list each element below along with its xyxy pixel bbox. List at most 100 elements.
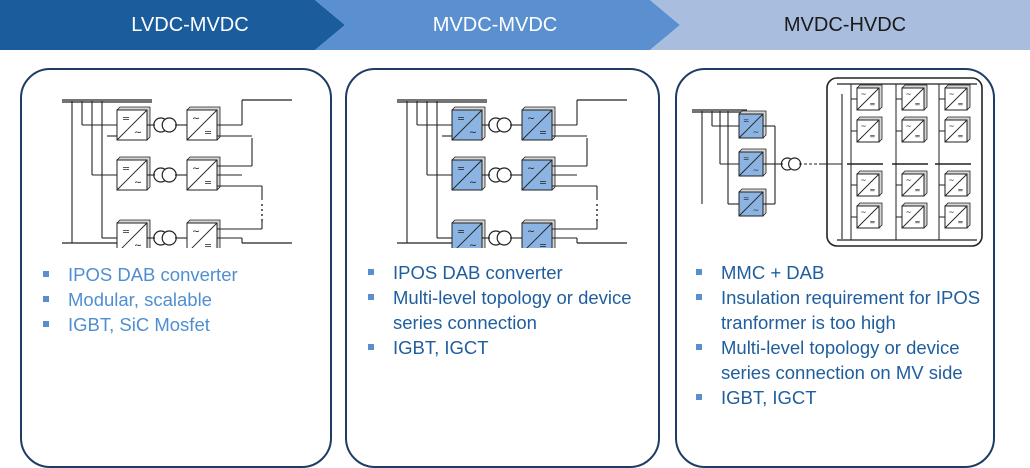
svg-text:=: = xyxy=(122,113,130,124)
svg-text:=: = xyxy=(539,241,547,249)
svg-text:=: = xyxy=(869,218,875,227)
bullet-item: IGBT, SiC Mosfet xyxy=(38,312,323,337)
svg-text:~: ~ xyxy=(949,89,955,98)
svg-text:=: = xyxy=(957,186,963,195)
svg-text:=: = xyxy=(957,132,963,141)
svg-text:~: ~ xyxy=(906,89,912,98)
ac-dc-converter-block: ~= xyxy=(944,84,971,111)
bullet-list-lvdc-mvdc: IPOS DAB converter Modular, scalable IGB… xyxy=(38,262,323,337)
dc-ac-converter-block: =~ xyxy=(116,106,151,141)
svg-text:~: ~ xyxy=(861,175,867,184)
dc-ac-converter-block: =~ xyxy=(738,148,767,177)
svg-text:~: ~ xyxy=(753,165,759,174)
svg-text:~: ~ xyxy=(527,163,535,174)
svg-text:~: ~ xyxy=(753,127,759,136)
chevron-lvdc-mvdc xyxy=(0,0,345,50)
svg-text:~: ~ xyxy=(753,205,759,214)
ac-dc-converter-block: ~= xyxy=(901,170,928,197)
svg-text:~: ~ xyxy=(861,121,867,130)
dc-ac-converter-block: =~ xyxy=(451,156,486,191)
transformer-symbol xyxy=(153,167,177,183)
stage-label-mvdc-mvdc: MVDC-MVDC xyxy=(432,14,558,36)
dc-ac-converter-block: =~ xyxy=(451,106,486,141)
svg-text:=: = xyxy=(457,226,465,237)
svg-text:=: = xyxy=(457,163,465,174)
bullet-item: Multi-level topology or device series co… xyxy=(691,335,986,385)
stage-chevron-bar xyxy=(0,0,1030,50)
svg-text:~: ~ xyxy=(861,207,867,216)
stage-label-mvdc-hvdc: MVDC-HVDC xyxy=(783,14,907,36)
dc-ac-converter-block: =~ xyxy=(116,219,151,249)
panel-mvdc-mvdc: =~~==~~==~~= IPOS DAB converter Multi-le… xyxy=(345,68,660,468)
svg-text:~: ~ xyxy=(949,121,955,130)
ac-dc-converter-block: ~= xyxy=(901,84,928,111)
svg-text:=: = xyxy=(457,113,465,124)
svg-text:=: = xyxy=(539,178,547,189)
bullet-item: IGBT, IGCT xyxy=(363,335,653,360)
bullet-item: IPOS DAB converter xyxy=(363,260,653,285)
svg-text:=: = xyxy=(914,132,920,141)
svg-text:~: ~ xyxy=(906,207,912,216)
bullet-list-mvdc-mvdc: IPOS DAB converter Multi-level topology … xyxy=(363,260,653,360)
svg-text:=: = xyxy=(539,128,547,139)
transformer-symbol xyxy=(488,117,512,133)
stage-label-lvdc-mvdc: LVDC-MVDC xyxy=(131,14,249,36)
bullet-item: Modular, scalable xyxy=(38,287,323,312)
svg-text:=: = xyxy=(914,186,920,195)
ac-dc-converter-block: ~= xyxy=(944,202,971,229)
ac-dc-converter-block: ~= xyxy=(901,116,928,143)
svg-text:~: ~ xyxy=(861,89,867,98)
ac-dc-converter-block: ~= xyxy=(521,156,556,191)
ac-dc-converter-block: ~= xyxy=(521,106,556,141)
bullet-list-mvdc-hvdc: MMC + DAB Insulation requirement for IPO… xyxy=(691,260,986,410)
svg-text:=: = xyxy=(122,163,130,174)
panel-lvdc-mvdc: =~~==~~==~~= IPOS DAB converter Modular,… xyxy=(20,68,332,468)
svg-text:~: ~ xyxy=(469,241,477,249)
dc-ac-converter-block: =~ xyxy=(738,110,767,139)
svg-text:~: ~ xyxy=(134,241,142,249)
ac-dc-converter-block: ~= xyxy=(521,219,556,249)
ac-dc-converter-block: ~= xyxy=(186,156,221,191)
transformer-symbol xyxy=(153,230,177,246)
ac-dc-converter-block: ~= xyxy=(186,106,221,141)
ac-dc-converter-block: ~= xyxy=(944,170,971,197)
svg-text:~: ~ xyxy=(527,226,535,237)
transformer-symbol xyxy=(153,117,177,133)
bullet-item: IPOS DAB converter xyxy=(38,262,323,287)
ac-dc-converter-block: ~= xyxy=(856,170,883,197)
svg-text:~: ~ xyxy=(192,163,200,174)
svg-text:=: = xyxy=(122,226,130,237)
bullet-item: Multi-level topology or device series co… xyxy=(363,285,653,335)
dc-ac-converter-block: =~ xyxy=(451,219,486,249)
ipos-dab-diagram-light: =~~==~~==~~= xyxy=(62,99,292,249)
ac-dc-converter-block: ~= xyxy=(856,84,883,111)
svg-text:~: ~ xyxy=(192,226,200,237)
svg-text:~: ~ xyxy=(906,121,912,130)
bullet-item: MMC + DAB xyxy=(691,260,986,285)
transformer-symbol xyxy=(488,167,512,183)
svg-text:~: ~ xyxy=(134,178,142,189)
chevron-mvdc-hvdc xyxy=(650,0,1030,50)
svg-text:~: ~ xyxy=(527,113,535,124)
dc-ac-converter-block: =~ xyxy=(738,188,767,217)
svg-text:=: = xyxy=(204,178,212,189)
svg-text:=: = xyxy=(869,100,875,109)
transformer-symbol xyxy=(488,230,512,246)
mmc-dab-diagram: =~=~=~~=~=~=~=~=~=~=~=~=~=~=~= xyxy=(692,77,983,247)
svg-text:~: ~ xyxy=(906,175,912,184)
bullet-item: IGBT, IGCT xyxy=(691,385,986,410)
bullet-item: Insulation requirement for IPOS tranform… xyxy=(691,285,986,335)
svg-text:~: ~ xyxy=(134,128,142,139)
svg-text:~: ~ xyxy=(469,128,477,139)
svg-text:=: = xyxy=(914,100,920,109)
svg-text:=: = xyxy=(743,116,749,125)
svg-text:=: = xyxy=(743,154,749,163)
svg-text:=: = xyxy=(957,218,963,227)
dc-ac-converter-block: =~ xyxy=(116,156,151,191)
svg-text:=: = xyxy=(957,100,963,109)
svg-text:=: = xyxy=(914,218,920,227)
transformer-symbol xyxy=(780,157,802,171)
ac-dc-converter-block: ~= xyxy=(856,116,883,143)
svg-text:=: = xyxy=(743,194,749,203)
ipos-dab-diagram-blue: =~~==~~==~~= xyxy=(397,99,627,249)
